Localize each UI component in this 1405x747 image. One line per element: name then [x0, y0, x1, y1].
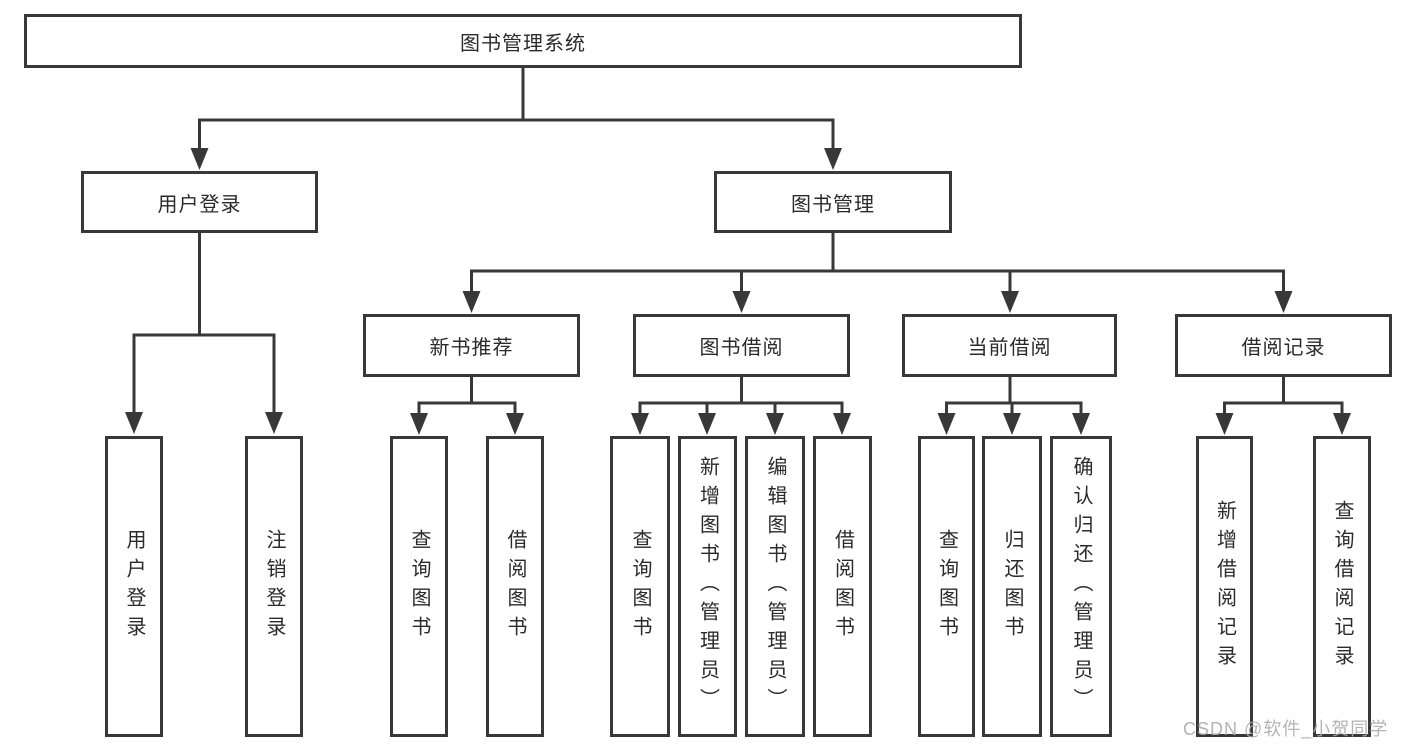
arrowhead-icon	[937, 413, 956, 435]
node-library-management-system: 图书管理系统	[24, 14, 1022, 68]
connector-root	[198, 68, 835, 150]
arrowhead-icon	[732, 291, 751, 313]
node-book-management: 图书管理	[714, 171, 952, 233]
leaf-borrow-add-books-admin: 新增图书（管理员）	[678, 436, 737, 737]
leaf-borrow-borrow-books: 借阅图书	[813, 436, 872, 737]
node-user-login: 用户登录	[81, 171, 318, 233]
node-current-borrowing: 当前借阅	[902, 314, 1117, 377]
arrowhead-icon	[462, 291, 481, 313]
leaf-rec-query-books: 查询图书	[390, 436, 448, 737]
leaf-records-add-borrow-record: 新增借阅记录	[1196, 436, 1253, 737]
connector-borrowing-records	[1223, 377, 1344, 415]
csdn-watermark: CSDN @软件_小贺同学	[1183, 719, 1389, 739]
arrowhead-icon	[766, 413, 784, 435]
arrowhead-icon	[410, 413, 428, 435]
connector-book-management	[470, 233, 1285, 292]
arrowhead-icon	[1001, 291, 1019, 313]
arrowhead-icon	[824, 148, 842, 170]
leaf-borrow-edit-books-admin: 编辑图书（管理员）	[745, 436, 805, 737]
connector-current-borrowing	[945, 377, 1083, 415]
arrowhead-icon	[1215, 413, 1234, 435]
arrowhead-icon	[190, 148, 209, 170]
arrowhead-icon	[1274, 291, 1293, 313]
arrowhead-icon	[125, 412, 143, 434]
arrowhead-icon	[1072, 413, 1090, 435]
connector-new-book-recommendation	[417, 377, 517, 415]
arrowhead-icon	[506, 413, 524, 435]
leaf-current-query-books: 查询图书	[918, 436, 975, 737]
connector-book-borrowing	[638, 377, 844, 415]
arrowhead-icon	[833, 413, 851, 435]
node-borrowing-records: 借阅记录	[1175, 314, 1392, 377]
leaf-records-query-borrow-record: 查询借阅记录	[1313, 436, 1371, 737]
node-new-book-recommendation: 新书推荐	[363, 314, 580, 377]
arrowhead-icon	[631, 413, 649, 435]
arrowhead-icon	[1333, 413, 1351, 435]
leaf-current-confirm-return-admin: 确认归还（管理员）	[1050, 436, 1112, 737]
arrowhead-icon	[698, 413, 716, 435]
arrowheads	[125, 148, 1351, 435]
connector-user-login	[132, 233, 276, 414]
node-book-borrowing: 图书借阅	[633, 314, 850, 377]
leaf-borrow-query-books: 查询图书	[610, 436, 670, 737]
leaf-rec-borrow-books: 借阅图书	[486, 436, 544, 737]
leaf-user-login: 用户登录	[105, 436, 163, 737]
leaf-current-return-books: 归还图书	[982, 436, 1042, 737]
leaf-logout: 注销登录	[245, 436, 303, 737]
arrowhead-icon	[265, 412, 283, 434]
arrowhead-icon	[1003, 413, 1021, 435]
